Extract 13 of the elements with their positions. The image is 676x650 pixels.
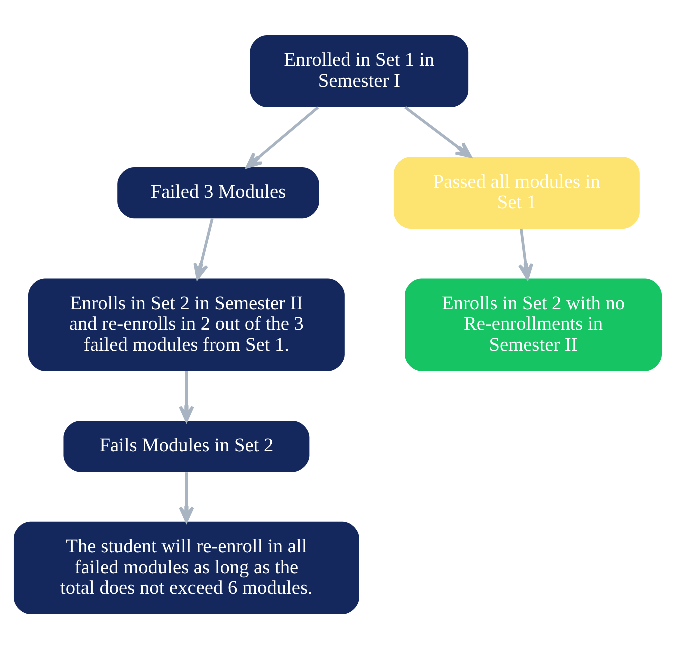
arrow: [179, 371, 194, 422]
node-box: The student will re-enroll in all failed modules as long as the total does not exceed 6 modules.: [14, 522, 360, 614]
arrow: [194, 218, 214, 280]
node-box: Fails Modules in Set 2: [64, 421, 310, 472]
arrow: [404, 106, 472, 158]
node-box: Enrolled in Set 1 in Semester I: [250, 36, 469, 108]
arrow: [246, 106, 320, 169]
node-box: Enrolls in Set 2 in Semester II and re-enrolls in 2 out of the 3 failed modules from Set 1.: [28, 278, 345, 372]
arrow: [179, 472, 194, 523]
node-box: Enrolls in Set 2 with no Re-enrollments in Semester II: [405, 278, 662, 372]
node-box: Passed all modules in Set 1: [394, 157, 640, 229]
arrow: [518, 228, 534, 280]
node-box: Failed 3 Modules: [118, 167, 320, 219]
